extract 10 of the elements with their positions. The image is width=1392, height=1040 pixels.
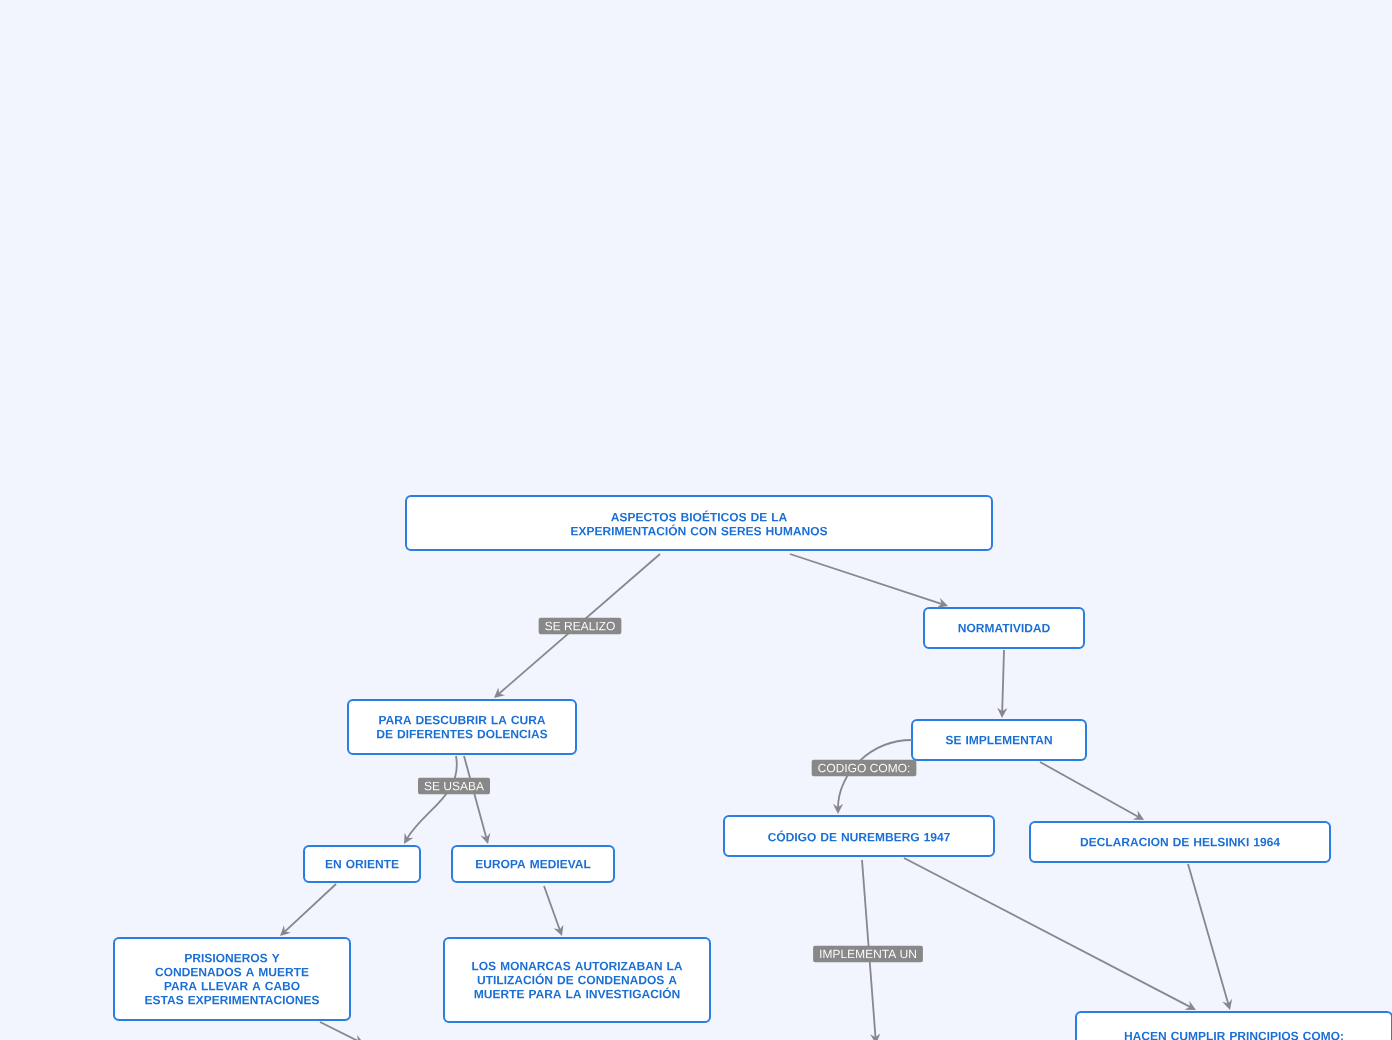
arrow xyxy=(789,553,948,608)
arrow xyxy=(494,553,661,698)
arrow xyxy=(861,859,881,1040)
arrow xyxy=(319,1021,364,1040)
arrow xyxy=(543,885,564,936)
arrow xyxy=(903,857,1196,1010)
arrow xyxy=(1187,863,1233,1010)
arrow xyxy=(404,755,458,844)
arrow xyxy=(280,883,337,936)
arrow xyxy=(1039,761,1144,820)
